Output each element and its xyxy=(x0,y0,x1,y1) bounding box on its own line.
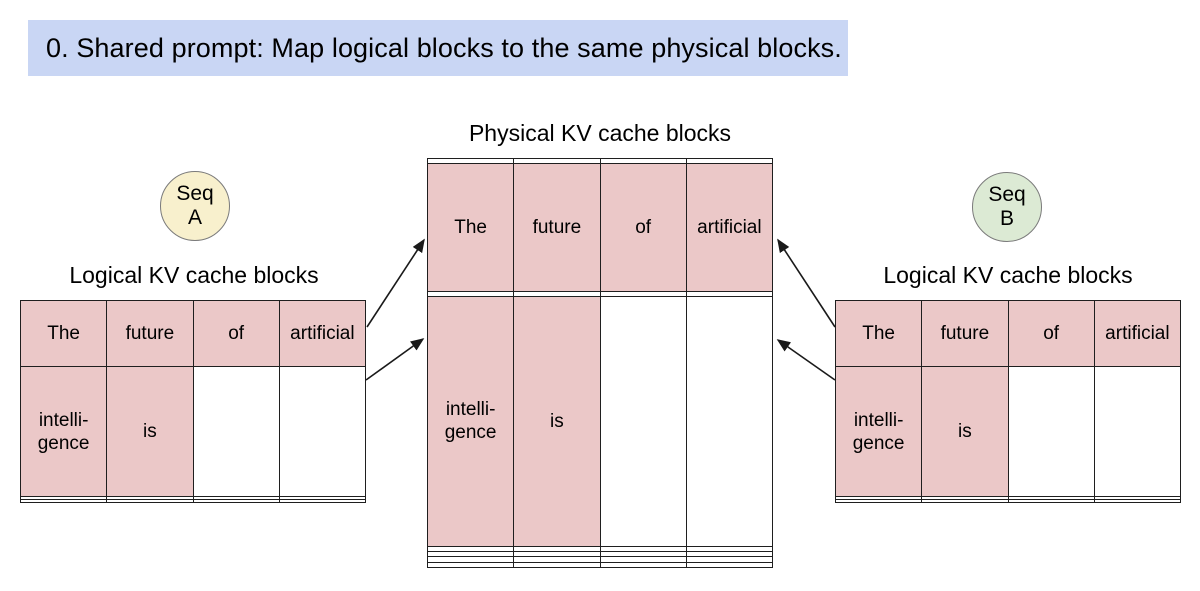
kv-cell-empty xyxy=(921,499,1009,503)
kv-cell-empty xyxy=(685,561,774,569)
kv-cell-empty xyxy=(278,499,367,503)
kv-cell-filled: of xyxy=(192,299,280,368)
kv-cell-empty xyxy=(599,296,687,547)
kv-cell-empty xyxy=(192,366,280,498)
kv-cell-empty xyxy=(106,499,194,503)
kv-cell-empty xyxy=(1093,499,1182,503)
kv-cell-empty xyxy=(685,290,774,298)
right-logical-blocks-title: Logical KV cache blocks xyxy=(883,262,1133,288)
kv-cell-filled: of xyxy=(1007,299,1095,368)
arrow-seqA-block1 xyxy=(365,338,425,381)
left-logical-blocks-title: Logical KV cache blocks xyxy=(69,262,319,288)
kv-cell-empty xyxy=(1007,366,1095,498)
kv-cell-filled: future xyxy=(106,299,194,368)
seq-b-label-line1: Seq xyxy=(988,183,1026,207)
kv-cell-filled: is xyxy=(921,366,1009,498)
kv-cell-filled: is xyxy=(106,366,194,498)
kv-cell-filled: intelli- gence xyxy=(19,366,108,498)
kv-cell-filled: artificial xyxy=(278,299,367,368)
kv-cell-empty xyxy=(192,499,280,503)
seq-b-label-line2: B xyxy=(999,207,1014,230)
kv-cell-filled: future xyxy=(921,299,1009,368)
kv-cell-filled: The xyxy=(834,299,923,368)
seq-a-label-line1: Seq xyxy=(176,182,214,206)
arrow-seqB-block1 xyxy=(776,339,836,381)
kv-cell-empty xyxy=(19,499,108,503)
kv-cell-filled: future xyxy=(513,163,601,292)
kv-cell-empty xyxy=(1093,366,1182,498)
step-banner: 0. Shared prompt: Map logical blocks to … xyxy=(28,20,848,76)
kv-cell-filled: artificial xyxy=(1093,299,1182,368)
kv-cell-filled: intelli- gence xyxy=(426,296,515,547)
seq-a-badge: Seq A xyxy=(160,171,230,241)
seq-a-label-line2: A xyxy=(187,206,202,229)
kv-cell-filled: The xyxy=(426,163,515,292)
kv-cell-empty xyxy=(685,157,774,165)
seq-b-badge: Seq B xyxy=(972,172,1042,242)
step-banner-text: 0. Shared prompt: Map logical blocks to … xyxy=(46,32,842,63)
kv-cell-filled: artificial xyxy=(685,163,774,292)
kv-cell-empty xyxy=(278,366,367,498)
kv-cell-empty xyxy=(834,499,923,503)
kv-cell-filled: The xyxy=(19,299,108,368)
arrow-seqB-block0 xyxy=(777,238,836,328)
kv-cell-empty xyxy=(1007,499,1095,503)
physical-blocks-title: Physical KV cache blocks xyxy=(468,120,732,146)
kv-cell-empty xyxy=(426,561,515,569)
kv-cell-filled: of xyxy=(599,163,687,292)
kv-cell-filled: is xyxy=(513,296,601,547)
kv-cell-filled: intelli- gence xyxy=(834,366,923,498)
kv-cell-empty xyxy=(599,561,687,569)
kv-cell-empty xyxy=(513,561,601,569)
kv-cell-empty xyxy=(685,296,774,547)
arrow-seqA-block0 xyxy=(366,238,425,328)
